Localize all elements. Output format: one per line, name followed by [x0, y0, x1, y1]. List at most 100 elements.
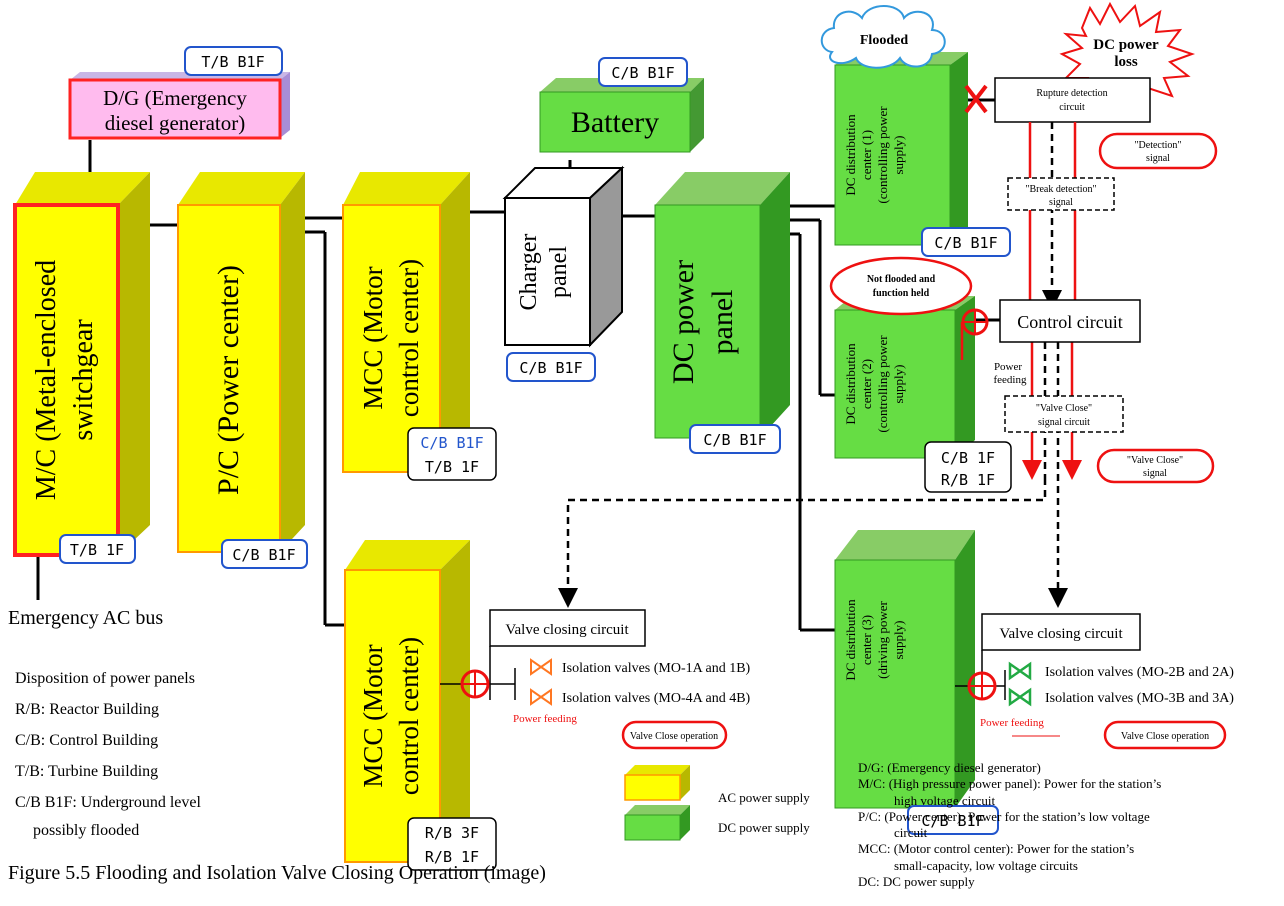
dc-panel-label-line1: DC power [667, 260, 700, 384]
valve-closing-left-label: Valve closing circuit [505, 622, 629, 638]
abbr-dg: D/G: (Emergency diesel generator) [858, 760, 1041, 775]
tag-rb-3f-mcc: R/B 3F [425, 824, 479, 842]
valve-close-signal-line2: signal [1143, 468, 1167, 479]
rupture-detection-circuit: Rupture detection circuit [964, 77, 1151, 123]
power-feeding-marker-top: Power feeding [961, 308, 1027, 386]
dc3-line3: (driving power [875, 601, 890, 679]
break-x-icon [964, 84, 988, 114]
battery-block: Battery [539, 78, 704, 153]
detection-signal-line1: "Detection" [1134, 140, 1181, 151]
rupture-detection-line1: Rupture detection [1036, 88, 1107, 99]
dc3-line2: center (3) [859, 615, 874, 665]
control-circuit: Control circuit [999, 299, 1141, 343]
battery-label: Battery [571, 106, 659, 139]
valve-icon-right-2 [1008, 687, 1032, 707]
dc-distribution-center-2: DC distribution center (2) (controlling … [834, 296, 975, 459]
figure-caption: Figure 5.5 Flooding and Isolation Valve … [8, 862, 546, 884]
location-tags: T/B B1F T/B 1F C/B B1F C/B B1F T/B 1F C/… [59, 46, 1012, 871]
dg-label-line2: diesel generator) [105, 111, 246, 135]
legend-cb: C/B: Control Building [15, 732, 159, 749]
legend-dc-swatch [624, 805, 690, 841]
tag-cb-b1f-dc1: C/B B1F [934, 234, 997, 252]
charger-block: Charger panel [502, 165, 625, 348]
tag-cb-b1f-mcc: C/B B1F [420, 434, 483, 452]
abbr-mcc: MCC: (Motor control center): Power for t… [858, 841, 1135, 873]
tag-cb-b1f-pc: C/B B1F [232, 546, 295, 564]
tag-tb-1f-mcc: T/B 1F [425, 458, 479, 476]
valve-label-right-2: Isolation valves (MO-3B and 3A) [1045, 691, 1234, 706]
control-circuit-label: Control circuit [1017, 312, 1122, 332]
valve-close-operation-right: Valve Close operation [1103, 720, 1227, 750]
dc2-line1: DC distribution [843, 343, 858, 425]
dg-block: D/G (Emergency diesel generator) [68, 72, 290, 140]
valve-label-left-2: Isolation valves (MO-4A and 4B) [562, 691, 751, 706]
mcc-lower-label-line2: control center) [394, 637, 424, 795]
legend-ac-swatch [624, 765, 690, 801]
valve-close-op-right-label: Valve Close operation [1121, 731, 1209, 742]
tag-cb-b1f-charger: C/B B1F [519, 359, 582, 377]
valve-close-circuit-line2: signal circuit [1038, 417, 1090, 428]
dc2-line2: center (2) [859, 359, 874, 409]
dc-distribution-center-3: DC distribution center (3) (driving powe… [834, 530, 975, 809]
abbreviation-list: D/G: (Emergency diesel generator) M/C: (… [858, 760, 1268, 890]
power-feeding-right: Power feeding [980, 717, 1044, 729]
not-flooded-line2: function held [873, 288, 930, 299]
mcc-upper-block: MCC (Motor control center) [342, 172, 470, 473]
dc-distribution-center-1: DC distribution center (1) (controlling … [834, 52, 968, 246]
detection-signal-line2: signal [1146, 153, 1170, 164]
tag-cb-1f-dc2: C/B 1F [941, 449, 995, 467]
break-detection-signal: "Break detection" signal [1007, 122, 1115, 310]
abbr-pc: P/C: (Power center): Power for the stati… [858, 808, 1150, 840]
dc2-line3: (controlling power [875, 335, 890, 433]
rupture-detection-line2: circuit [1059, 102, 1085, 113]
tag-cb-b1f-dc3: C/B B1F [921, 812, 984, 830]
mc-label-line1: M/C (Metal-enclosed [31, 260, 62, 500]
mcc-upper-label-line1: MCC (Motor [358, 266, 388, 409]
break-detection-line1: "Break detection" [1025, 184, 1096, 195]
tag-cb-b1f-dcpanel: C/B B1F [703, 431, 766, 449]
dc-panel-label-line2: panel [706, 290, 739, 355]
dc-power-panel-block: DC power panel [654, 172, 790, 439]
valve-label-left-1: Isolation valves (MO-1A and 1B) [562, 661, 751, 676]
legend-cb-b1f-2: possibly flooded [33, 822, 140, 839]
mc-label-line2: switchgear [68, 319, 99, 441]
dc-power-loss-line2: loss [1114, 54, 1138, 70]
detection-signal-callout: "Detection" signal [1098, 132, 1218, 170]
valve-icon-left-1 [530, 658, 552, 676]
legend-tb: T/B: Turbine Building [15, 763, 159, 780]
flooded-cloud: Flooded [820, 5, 946, 69]
tag-cb-b1f-battery: C/B B1F [611, 64, 674, 82]
dc3-line4: supply) [891, 621, 906, 660]
tag-rb-1f-mcc: R/B 1F [425, 848, 479, 866]
valve-close-op-left-label: Valve Close operation [630, 731, 718, 742]
tag-tb-1f-mc: T/B 1F [70, 541, 124, 559]
pc-block: P/C (Power center) [177, 172, 305, 553]
tag-tb-b1f-dg: T/B B1F [201, 53, 264, 71]
legend-dc-label: DC power supply [718, 820, 810, 835]
dc2-line4: supply) [891, 365, 906, 404]
power-feeding-top-line2: feeding [994, 374, 1027, 386]
dc1-line3: (controlling power [875, 106, 890, 204]
mcc-upper-label-line2: control center) [394, 259, 424, 417]
valve-closing-circuit-right: Valve closing circuit Power feeding [955, 613, 1141, 737]
legend-rb: R/B: Reactor Building [15, 701, 159, 718]
mcc-lower-block: MCC (Motor control center) [344, 540, 470, 863]
valve-close-signal-circuit: "Valve Close" signal circuit [558, 342, 1124, 608]
valve-icon-right-1 [1008, 661, 1032, 681]
dc1-line2: center (1) [859, 130, 874, 180]
valve-close-signal-callout: "Valve Close" signal [1096, 448, 1215, 484]
abbr-mc: M/C: (High pressure power panel): Power … [858, 776, 1162, 808]
charger-label-line2: panel [546, 246, 572, 298]
legend-ac-label: AC power supply [718, 790, 810, 805]
power-feeding-top-line1: Power [994, 361, 1022, 373]
mcc-lower-label-line1: MCC (Motor [358, 644, 388, 787]
not-flooded-line1: Not flooded and [867, 274, 936, 285]
flooded-label: Flooded [860, 33, 908, 48]
legend-cb-b1f-1: C/B B1F: Underground level [15, 794, 201, 811]
valve-close-signal-line1: "Valve Close" [1127, 455, 1183, 466]
abbr-dc: DC: DC power supply [858, 873, 975, 889]
mc-block: M/C (Metal-enclosed switchgear [13, 172, 150, 557]
valve-label-right-1: Isolation valves (MO-2B and 2A) [1045, 665, 1234, 680]
tag-rb-1f-dc2: R/B 1F [941, 471, 995, 489]
